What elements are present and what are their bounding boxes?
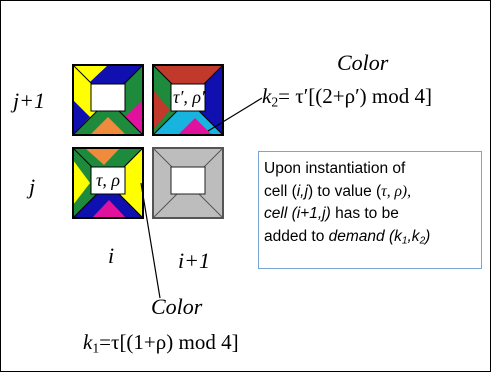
info-line-2-b: ) to value (: [307, 182, 382, 200]
callout-bottom-formula: k1=τ[(1+ρ) mod 4]: [83, 330, 239, 355]
info-line-4-sub2: 2: [419, 235, 426, 247]
callout-top-formula: k2= τ′[(2+ρ′) mod 4]: [262, 84, 432, 109]
callout-top-k: k: [262, 84, 272, 108]
row-label-upper: j+1: [13, 88, 45, 113]
tile-upper-left: [72, 64, 144, 136]
info-line-4: added to demand (k1,k2): [264, 226, 476, 249]
info-line-4-end: ): [425, 227, 431, 245]
info-line-3-b: has to be: [330, 205, 399, 222]
tile-upper-right: [152, 64, 224, 136]
row-label-lower: j: [29, 174, 36, 199]
callout-pointer-top: [207, 97, 263, 132]
col-label-left: i: [108, 243, 115, 268]
info-box: Upon instantiation of cell (i,j) to valu…: [258, 151, 482, 269]
info-line-4-comma: ,k: [407, 227, 420, 245]
info-line-2-a: cell (: [264, 182, 297, 200]
callout-pointer-bottom: [140, 182, 161, 299]
callout-bottom-title: Color: [151, 294, 203, 319]
info-line-4-demand: demand (k: [328, 227, 402, 245]
callout-bottom-k: k: [83, 330, 93, 354]
callout-bottom-expression: =τ[(1+ρ) mod 4]: [99, 330, 239, 354]
callout-top-expression: = τ′[(2+ρ′) mod 4]: [278, 84, 433, 108]
tile-lower-right: [152, 147, 224, 219]
cell-label-upper-right: τ′, ρ′: [173, 87, 205, 107]
info-line-2-ij: i,j: [296, 182, 308, 200]
info-line-1: Upon instantiation of: [264, 160, 406, 177]
info-line-3-cell: cell (i+1,j): [264, 205, 331, 222]
info-line-2-val: τ, ρ),: [381, 182, 411, 200]
cell-label-lower-left: τ, ρ: [95, 170, 121, 190]
col-label-right: i+1: [178, 248, 210, 273]
info-line-3: cell (i+1,j) has to be: [264, 203, 476, 226]
callout-top-k-sub: 2: [271, 94, 279, 110]
info-line-2: cell (i,j) to value (τ, ρ),: [264, 181, 476, 204]
callout-top-title: Color: [337, 50, 389, 75]
tile-lower-left: [72, 147, 144, 219]
info-line-4-a: added to: [264, 227, 329, 245]
callout-bottom-k-sub: 1: [92, 340, 100, 356]
info-line-4-sub1: 1: [401, 235, 408, 247]
